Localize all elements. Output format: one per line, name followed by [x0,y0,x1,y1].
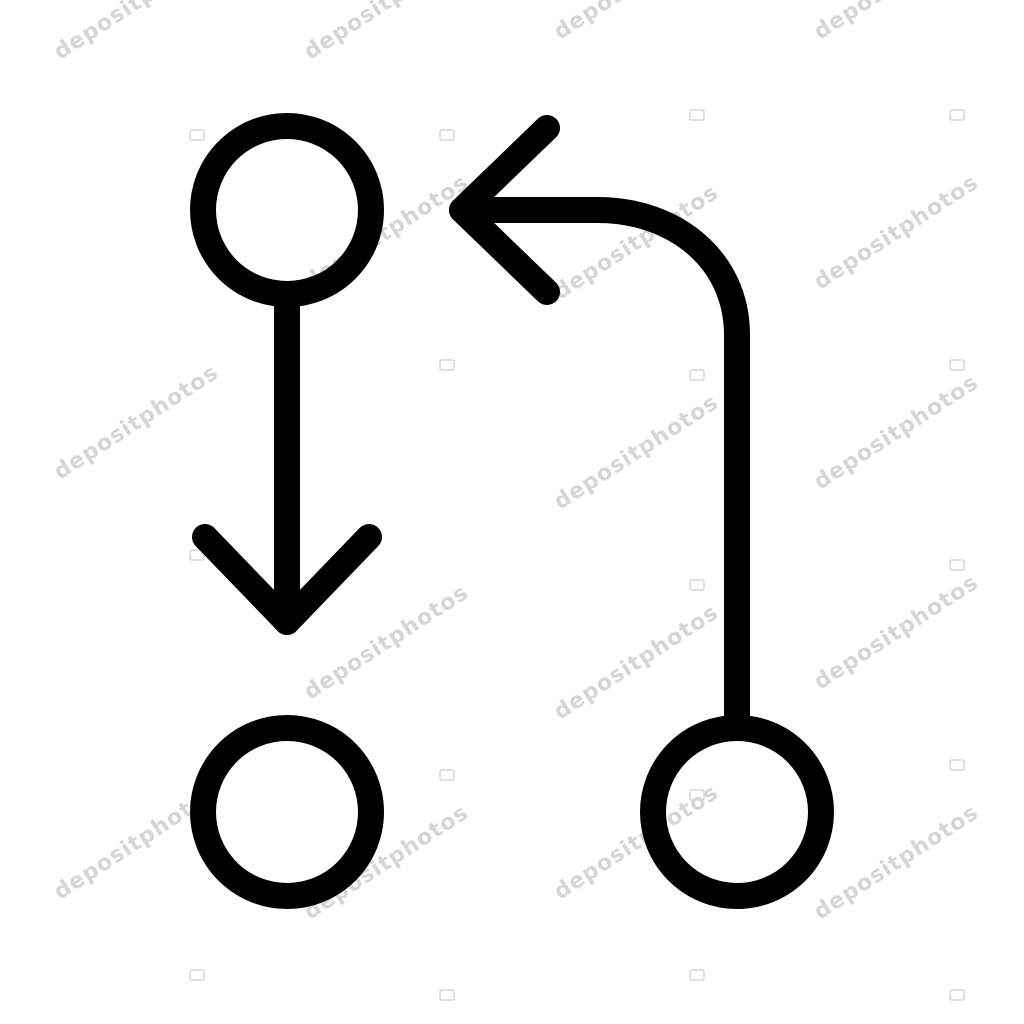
svg-text:depositphotos: depositphotos [300,800,474,925]
watermark-mark: depositphotos [300,800,474,925]
svg-text:depositphotos: depositphotos [50,0,224,65]
watermark-mark: depositphotos [50,360,224,485]
watermark-mark: depositphotos [810,570,984,695]
curved-return-arrow-path [449,197,750,741]
svg-text:depositphotos: depositphotos [550,0,724,45]
svg-text:depositphotos: depositphotos [810,370,984,495]
icon-strokes [190,113,834,909]
camera-icon [949,559,965,571]
watermark-mark: depositphotos [50,0,224,65]
watermark-mark: depositphotos [810,170,984,295]
watermark-mark: depositphotos [810,370,984,495]
watermark-mark: depositphotos [810,800,984,925]
watermark-mark: depositphotos [810,0,984,45]
left-arrow-head [449,115,560,305]
camera-icon [439,989,455,1001]
camera-icon [689,579,705,591]
camera-icon [949,759,965,771]
camera-icon [439,129,455,141]
camera-icon [689,369,705,381]
camera-icon [949,109,965,121]
watermark-mark: depositphotos [550,0,724,45]
watermark-mark: depositphotos [300,0,474,65]
svg-text:depositphotos: depositphotos [810,170,984,295]
svg-text:depositphotos: depositphotos [550,600,724,725]
svg-text:depositphotos: depositphotos [550,390,724,515]
svg-text:depositphotos: depositphotos [300,0,474,65]
camera-icon [949,989,965,1001]
bottom-left-node-circle [190,715,384,909]
svg-text:depositphotos: depositphotos [810,570,984,695]
camera-icon [689,969,705,981]
watermark-mark: depositphotos [550,390,724,515]
camera-icon [439,359,455,371]
camera-icon [439,769,455,781]
camera-icon [689,109,705,121]
top-left-node-circle [190,113,384,307]
watermark-mark: depositphotos [550,600,724,725]
svg-text:depositphotos: depositphotos [810,0,984,45]
svg-text:depositphotos: depositphotos [50,360,224,485]
camera-icon [189,129,205,141]
down-arrow-head [192,524,382,635]
camera-icon [949,359,965,371]
camera-icon [189,969,205,981]
svg-text:depositphotos: depositphotos [810,800,984,925]
camera-icon [189,549,205,561]
camera-icon [689,789,705,801]
